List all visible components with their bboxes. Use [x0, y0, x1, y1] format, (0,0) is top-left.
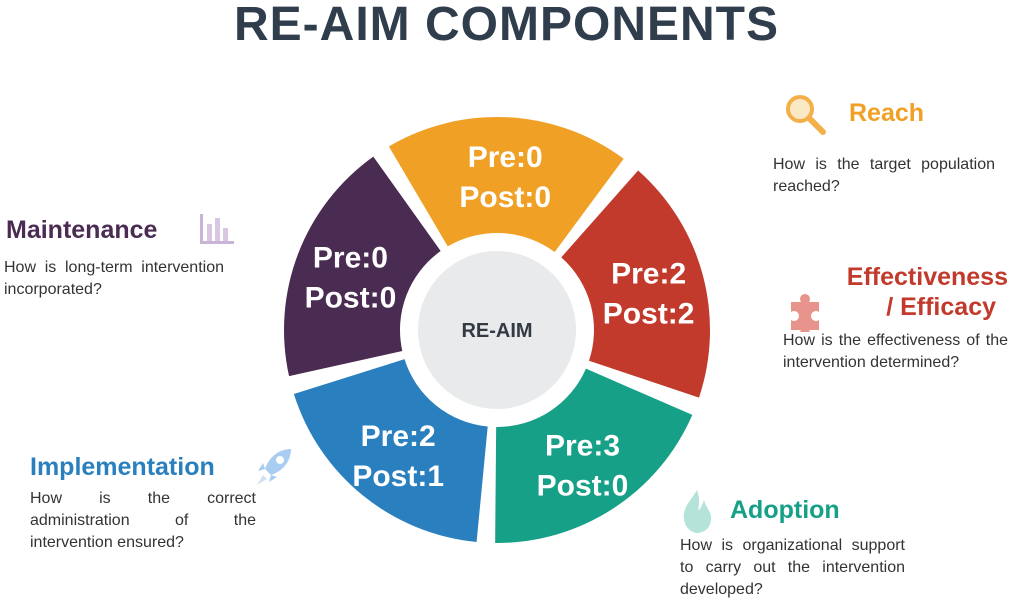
maintenance-title: Maintenance	[6, 216, 158, 244]
segment-effectiveness-post: Post:2	[603, 297, 695, 330]
implementation-description: How is the correct administration of the…	[30, 490, 256, 551]
rocket-icon	[257, 449, 291, 485]
puzzle-icon	[791, 294, 819, 332]
adoption-block: Adoption How is organizational support t…	[680, 495, 905, 601]
segment-reach-pre: Pre:0	[468, 141, 543, 174]
segment-implementation	[293, 359, 488, 543]
segment-implementation-post: Post:1	[352, 460, 444, 493]
diagram-title: RE-AIM COMPONENTS	[234, 0, 779, 51]
reach-title: Reach	[849, 99, 925, 127]
center-label: RE-AIM	[461, 320, 532, 342]
reach-description: How is the target population reached?	[773, 156, 995, 195]
bar-chart-icon	[200, 214, 234, 244]
segment-adoption	[495, 368, 693, 543]
maintenance-block: Maintenance How is long-term interventio…	[4, 215, 224, 301]
flame-icon	[683, 490, 712, 533]
segment-reach	[388, 117, 624, 253]
implementation-block: Implementation How is the correct admini…	[30, 452, 256, 554]
magnifier-icon	[786, 95, 826, 135]
effectiveness-description: How is the effectiveness of the interven…	[783, 332, 1008, 371]
maintenance-description: How is long-term intervention incorporat…	[4, 259, 224, 298]
adoption-description: How is organizational support to carry o…	[680, 537, 905, 598]
segment-effectiveness-pre: Pre:2	[611, 257, 686, 290]
adoption-title: Adoption	[730, 496, 840, 524]
reach-block: Reach How is the target population reach…	[773, 98, 995, 198]
segment-adoption-pre: Pre:3	[545, 430, 620, 463]
segment-maintenance-pre: Pre:0	[313, 242, 388, 275]
center-circle	[418, 251, 576, 409]
segment-reach-post: Post:0	[459, 181, 551, 214]
segment-adoption-post: Post:0	[537, 470, 629, 503]
segment-maintenance-post: Post:0	[305, 282, 397, 315]
effectiveness-title-line2: / Efficacy	[886, 293, 996, 321]
segment-effectiveness	[561, 170, 710, 398]
effectiveness-title-line1: Effectiveness	[846, 263, 1008, 291]
segment-maintenance	[284, 156, 441, 377]
effectiveness-block: Effectiveness / Efficacy How is the effe…	[783, 262, 1008, 374]
segment-implementation-pre: Pre:2	[361, 420, 436, 453]
implementation-title: Implementation	[30, 453, 215, 481]
